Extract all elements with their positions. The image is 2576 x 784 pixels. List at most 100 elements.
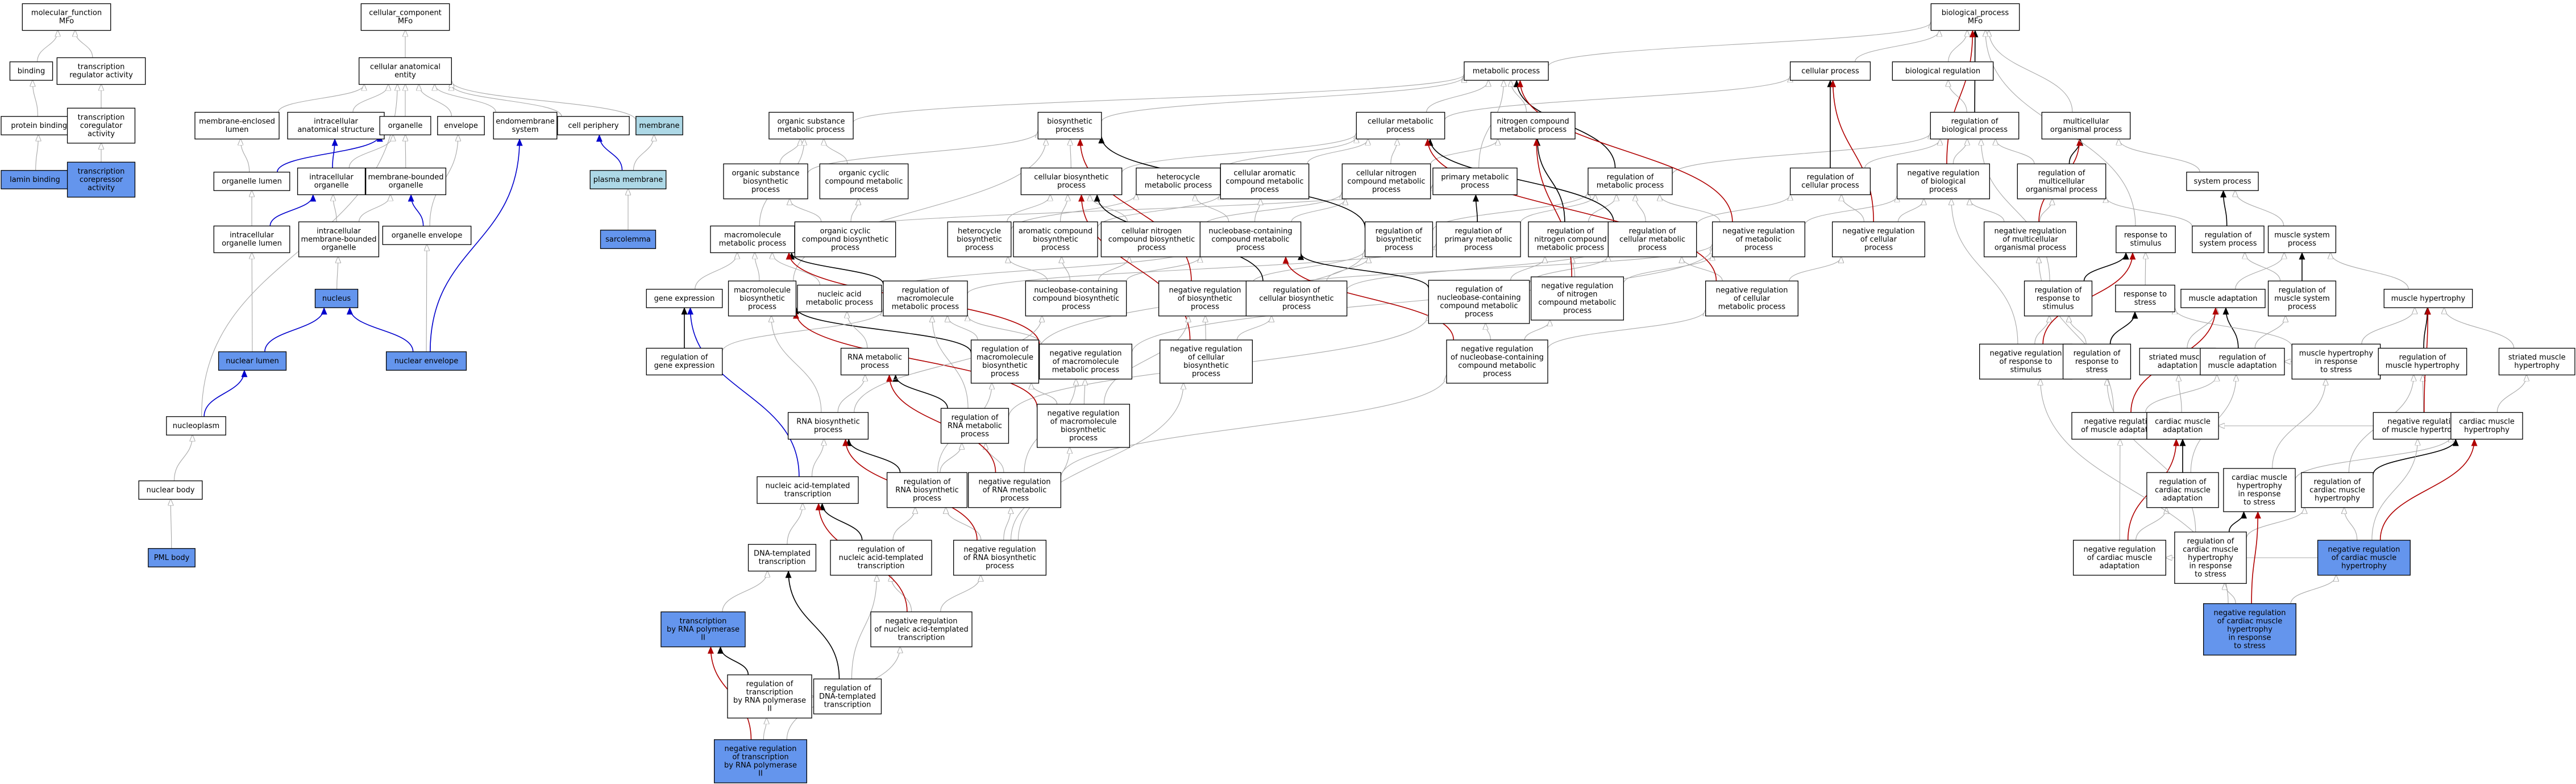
go-term-cell-periphery[interactable]: cell periphery xyxy=(557,116,630,135)
go-term-muscle-adaptation[interactable]: muscle adaptation xyxy=(2180,289,2266,308)
go-term-cellular-process[interactable]: cellular process xyxy=(1789,61,1871,81)
go-term-nucleus[interactable]: nucleus xyxy=(314,289,359,308)
go-term-binding[interactable]: binding xyxy=(9,61,53,81)
go-term-muscle-hypertrophy[interactable]: muscle hypertrophy xyxy=(2383,289,2473,308)
go-term-organelle[interactable]: organelle xyxy=(379,116,431,135)
go-term-envelope[interactable]: envelope xyxy=(437,116,485,135)
go-term-gene-expression[interactable]: gene expression xyxy=(646,289,723,308)
go-term-pml-body[interactable]: PML body xyxy=(148,548,196,567)
go-term-metabolic-process[interactable]: metabolic process xyxy=(1464,61,1549,81)
go-term-organelle-lumen[interactable]: organelle lumen xyxy=(213,172,290,191)
go-term-sarcolemma[interactable]: sarcolemma xyxy=(600,230,657,249)
go-term-nuclear-envelope[interactable]: nuclear envelope xyxy=(385,351,467,371)
go-term-lamin-binding[interactable]: lamin binding xyxy=(1,170,69,189)
go-term-organelle-envelope[interactable]: organelle envelope xyxy=(382,226,472,245)
go-term-plasma-membrane[interactable]: plasma membrane xyxy=(589,170,667,189)
go-term-membrane[interactable]: membrane xyxy=(635,116,683,135)
go-term-biological-regulation[interactable]: biological regulation xyxy=(1892,61,1994,81)
go-term-nuclear-body[interactable]: nuclear body xyxy=(138,480,203,500)
go-term-system-process[interactable]: system process xyxy=(2186,172,2259,191)
